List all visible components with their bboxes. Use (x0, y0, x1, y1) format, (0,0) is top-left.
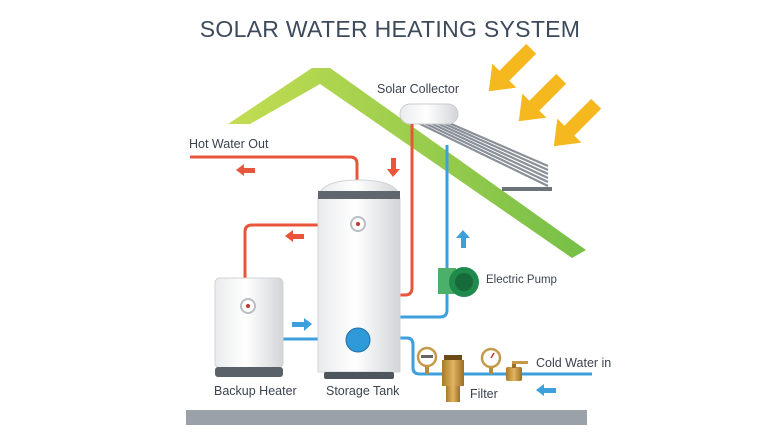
ground-bar (186, 410, 587, 425)
cold-flow-arrow-icon (456, 230, 470, 248)
electric-pump-icon (438, 267, 479, 297)
label-solar-collector: Solar Collector (377, 82, 459, 96)
house-roof (228, 68, 586, 258)
backup-heater (214, 277, 284, 377)
hot-flow-arrow-icon (285, 230, 304, 242)
storage-tank (317, 179, 401, 379)
cold-flow-arrow-icon (292, 318, 312, 331)
solar-collector (399, 103, 552, 191)
cold-flow-arrow-icon (536, 384, 556, 396)
label-hot-water-out: Hot Water Out (189, 137, 269, 151)
sun-arrow-icon (488, 43, 537, 92)
label-backup-heater: Backup Heater (214, 384, 297, 398)
sunlight-arrows (488, 43, 602, 147)
label-cold-water-in: Cold Water in (536, 356, 612, 370)
page-title: SOLAR WATER HEATING SYSTEM (199, 16, 581, 42)
hot-flow-arrow-icon (387, 158, 400, 177)
filter-icon (442, 355, 464, 402)
label-filter: Filter (470, 387, 498, 401)
label-electric-pump: Electric Pump (486, 274, 557, 286)
hot-flow-arrow-icon (236, 164, 255, 176)
label-storage-tank: Storage Tank (326, 384, 400, 398)
cold-water-pipes (283, 145, 592, 376)
pressure-gauge-icon (480, 347, 502, 374)
pressure-gauge-icon (416, 346, 438, 374)
valve-icon (506, 361, 528, 381)
sun-arrow-icon (553, 98, 602, 147)
hot-water-pipes (190, 124, 414, 297)
sun-arrow-icon (518, 73, 567, 122)
tank-inlet-icon (345, 327, 371, 353)
